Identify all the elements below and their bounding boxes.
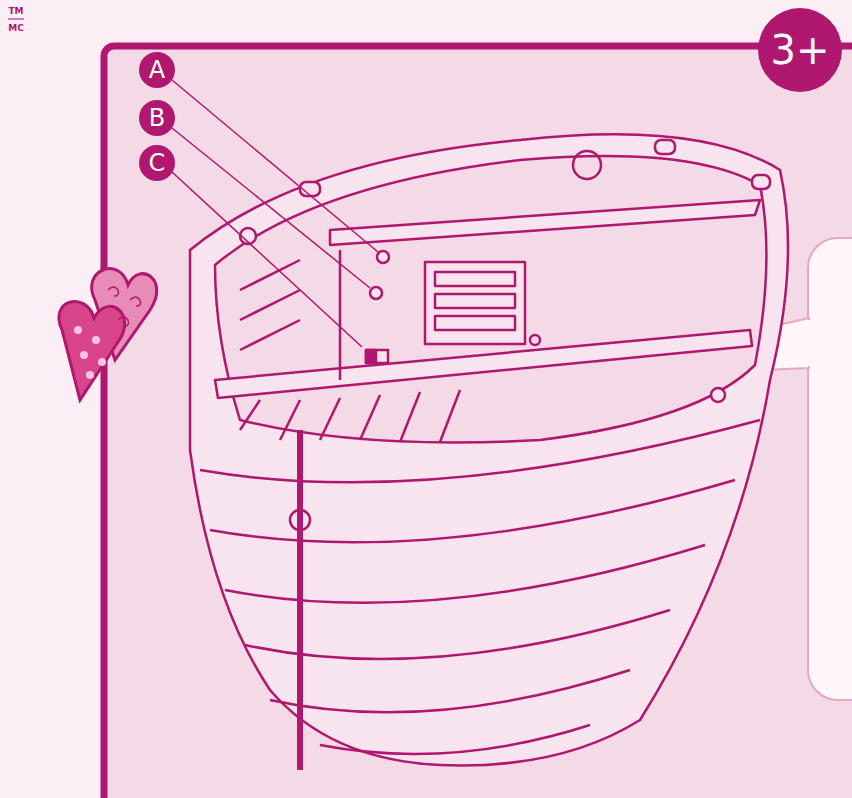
trademark-divider <box>8 19 24 20</box>
leader-lines <box>172 80 378 347</box>
panel <box>104 46 852 798</box>
hearts-decoration <box>59 269 157 400</box>
trademark-mark: MC <box>6 21 26 34</box>
callout-letter: B <box>139 100 175 136</box>
trademark-mark: TM <box>6 4 26 17</box>
boat <box>190 134 788 770</box>
callout-letter: A <box>139 52 175 88</box>
age-badge: 3+ <box>758 8 842 92</box>
callout-letter: C <box>139 145 175 181</box>
